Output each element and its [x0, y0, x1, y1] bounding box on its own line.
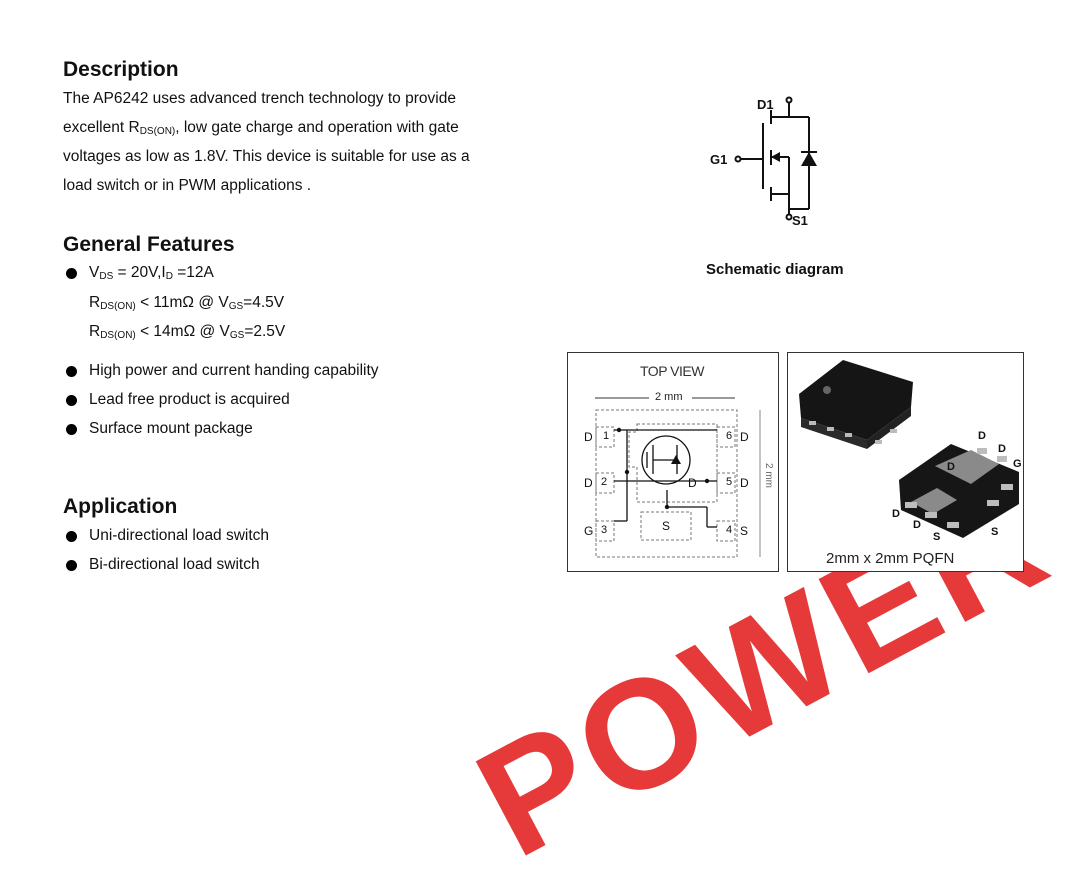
- schematic-caption: Schematic diagram: [706, 261, 844, 278]
- bullet-icon: [66, 395, 77, 406]
- feature-rds-25: RDS(ON) < 14mΩ @ VGS=2.5V: [89, 323, 286, 341]
- mosfet-schematic: [734, 96, 817, 221]
- feature-rds-45: RDS(ON) < 11mΩ @ VGS=4.5V: [89, 294, 285, 312]
- feature-item: High power and current handing capabilit…: [89, 362, 379, 379]
- feature-item: Surface mount package: [89, 420, 253, 437]
- package-pin-label: G: [1013, 458, 1022, 470]
- application-heading: Application: [63, 495, 178, 518]
- feature-item: Lead free product is acquired: [89, 391, 290, 408]
- top-view-diagram: [595, 397, 761, 558]
- center-source-label: S: [662, 519, 671, 533]
- package-pin-label: D: [913, 519, 921, 531]
- pin-label: D: [740, 476, 749, 490]
- pin-label: D: [584, 476, 593, 490]
- top-view-title: TOP VIEW: [640, 363, 704, 379]
- description-line-4: load switch or in PWM applications .: [63, 177, 312, 194]
- pin-number: 6: [726, 430, 733, 442]
- application-item: Uni-directional load switch: [89, 527, 270, 544]
- pin-label: D: [584, 430, 593, 444]
- bullet-icon: [66, 560, 77, 571]
- package-pin-label: S: [991, 526, 999, 538]
- pin-s1-label: S1: [792, 213, 808, 228]
- pin-number: 5: [726, 476, 733, 488]
- description-line-3: voltages as low as 1.8V. This device is …: [63, 148, 470, 165]
- bullet-icon: [66, 268, 77, 279]
- package-caption: 2mm x 2mm PQFN: [826, 550, 955, 567]
- description-line-2: excellent RDS(ON), low gate charge and o…: [63, 119, 459, 137]
- package-pin-label: S: [933, 531, 941, 543]
- pin-number: 4: [726, 524, 733, 536]
- application-item: Bi-directional load switch: [89, 556, 260, 573]
- description-heading: Description: [63, 58, 179, 81]
- bullet-icon: [66, 531, 77, 542]
- package-pin-label: D: [998, 443, 1006, 455]
- pin-label: G: [584, 524, 594, 538]
- package-photo: [799, 360, 1019, 538]
- pin-number: 3: [601, 524, 608, 536]
- description-line-1: The AP6242 uses advanced trench technolo…: [63, 90, 456, 107]
- pin-label: S: [740, 524, 749, 538]
- feature-vds: VDS = 20V,ID =12A: [89, 264, 214, 282]
- features-heading: General Features: [63, 233, 235, 256]
- pin-label: D: [740, 430, 749, 444]
- bullet-icon: [66, 366, 77, 377]
- dim-horizontal-label: 2 mm: [655, 391, 683, 403]
- bullet-icon: [66, 424, 77, 435]
- pin-number: 2: [601, 476, 608, 488]
- pin-number: 1: [603, 430, 610, 442]
- pin-g1-label: G1: [710, 152, 728, 167]
- center-drain-label: D: [688, 476, 697, 490]
- package-pin-label: D: [978, 430, 986, 442]
- pin-d1-label: D1: [757, 97, 774, 112]
- package-pin-label: D: [892, 508, 900, 520]
- package-pin-label: D: [947, 461, 955, 473]
- dim-vertical-label: 2 mm: [763, 463, 774, 488]
